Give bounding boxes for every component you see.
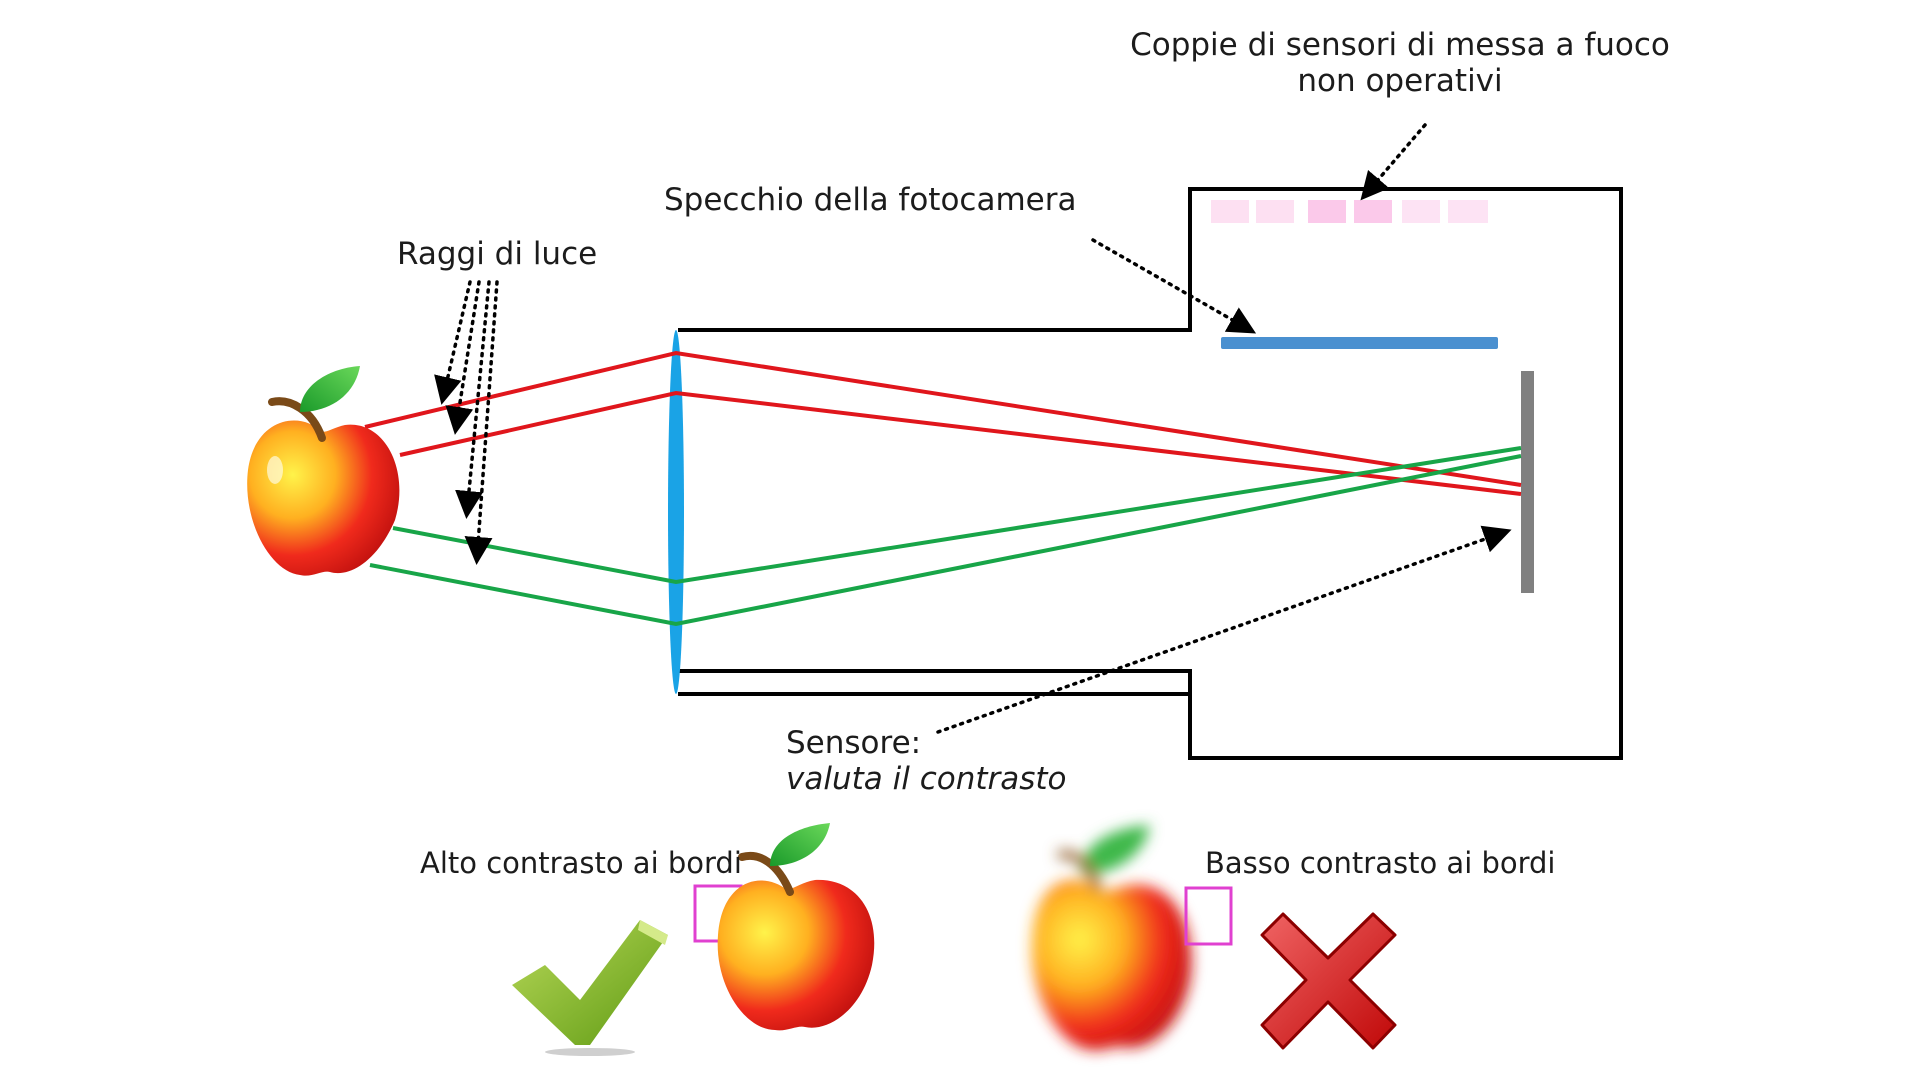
- image-sensor: [1521, 371, 1534, 593]
- focus-sensor-pairs: [1211, 200, 1488, 223]
- focus-sensors-pointer-arrow: [1360, 123, 1427, 201]
- low-contrast-label: Basso contrasto ai bordi: [1205, 846, 1556, 880]
- light-rays-green: [369, 446, 1522, 627]
- sensor-pointer-arrow: [936, 525, 1512, 734]
- mirror-label: Specchio della fotocamera: [664, 182, 1077, 218]
- edge-highlight-box-blurred: [1184, 886, 1233, 946]
- camera-mirror: [1221, 337, 1498, 349]
- apple-sharp-icon: [717, 823, 875, 1031]
- light-rays-red: [364, 350, 1522, 496]
- focus-sensors-label: Coppie di sensori di messa a fuoco non o…: [1110, 27, 1690, 99]
- focus-sensors-label-line1: Coppie di sensori di messa a fuoco: [1130, 27, 1670, 63]
- light-rays-pointer-arrows: [434, 280, 499, 565]
- light-rays-label: Raggi di luce: [397, 236, 598, 272]
- sensor-label-line1: Sensore:: [786, 725, 922, 761]
- camera-body-outline: [678, 187, 1623, 760]
- apple-icon: [247, 366, 400, 576]
- checkmark-icon: [512, 920, 668, 1056]
- mirror-pointer-arrow: [1091, 238, 1257, 334]
- sensor-label: Sensore: valuta il contrasto: [786, 725, 1067, 797]
- high-contrast-label: Alto contrasto ai bordi: [420, 846, 742, 880]
- sensor-label-line2: valuta il contrasto: [786, 761, 1067, 797]
- cross-icon: [1260, 912, 1397, 1050]
- lens: [668, 330, 684, 694]
- focus-sensors-label-line2: non operativi: [1297, 63, 1503, 99]
- apple-blurred-icon: [1031, 825, 1192, 1051]
